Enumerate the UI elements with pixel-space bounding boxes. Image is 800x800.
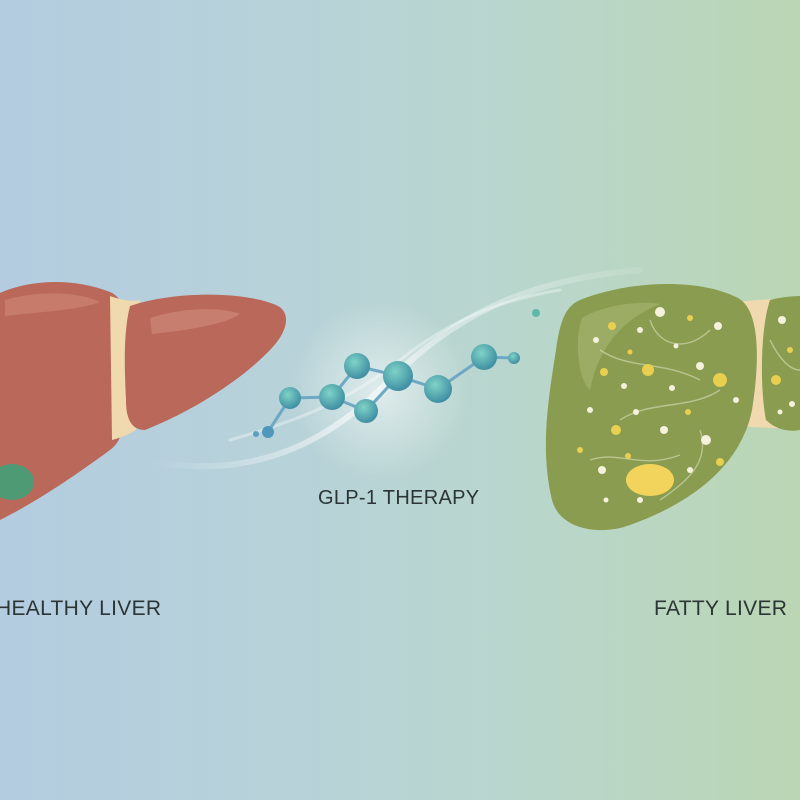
molecule-icon xyxy=(253,300,540,480)
molecule-atom xyxy=(471,344,497,370)
molecule-atom xyxy=(424,375,452,403)
healthy-liver-left-lobe xyxy=(0,281,132,520)
molecule-atom xyxy=(319,384,345,410)
molecule-atom xyxy=(354,399,378,423)
molecule-atom xyxy=(508,352,520,364)
healthy-liver-highlight-left xyxy=(5,293,100,316)
fatty-liver-illustration xyxy=(545,283,800,531)
molecule-atom xyxy=(344,353,370,379)
molecule-atom xyxy=(532,309,540,317)
fatty-liver-right-lobe xyxy=(761,296,800,431)
healthy-liver-highlight xyxy=(150,309,240,334)
glp1-therapy-label: GLP-1 THERAPY xyxy=(318,487,480,509)
molecule-atom xyxy=(253,431,259,437)
molecule-glow xyxy=(290,300,470,480)
fatty-liver-highlight xyxy=(577,302,660,390)
molecule-atom xyxy=(383,361,413,391)
fat-droplets xyxy=(577,307,795,503)
healthy-gallbladder xyxy=(0,464,34,500)
fatty-gallbladder xyxy=(626,464,674,496)
molecule-atom xyxy=(279,387,301,409)
molecule-atom xyxy=(262,426,274,438)
healthy-liver-label: HEALTHY LIVER xyxy=(0,597,162,620)
fatty-liver-label: FATTY LIVER xyxy=(654,597,788,620)
healthy-liver-illustration xyxy=(0,281,287,520)
